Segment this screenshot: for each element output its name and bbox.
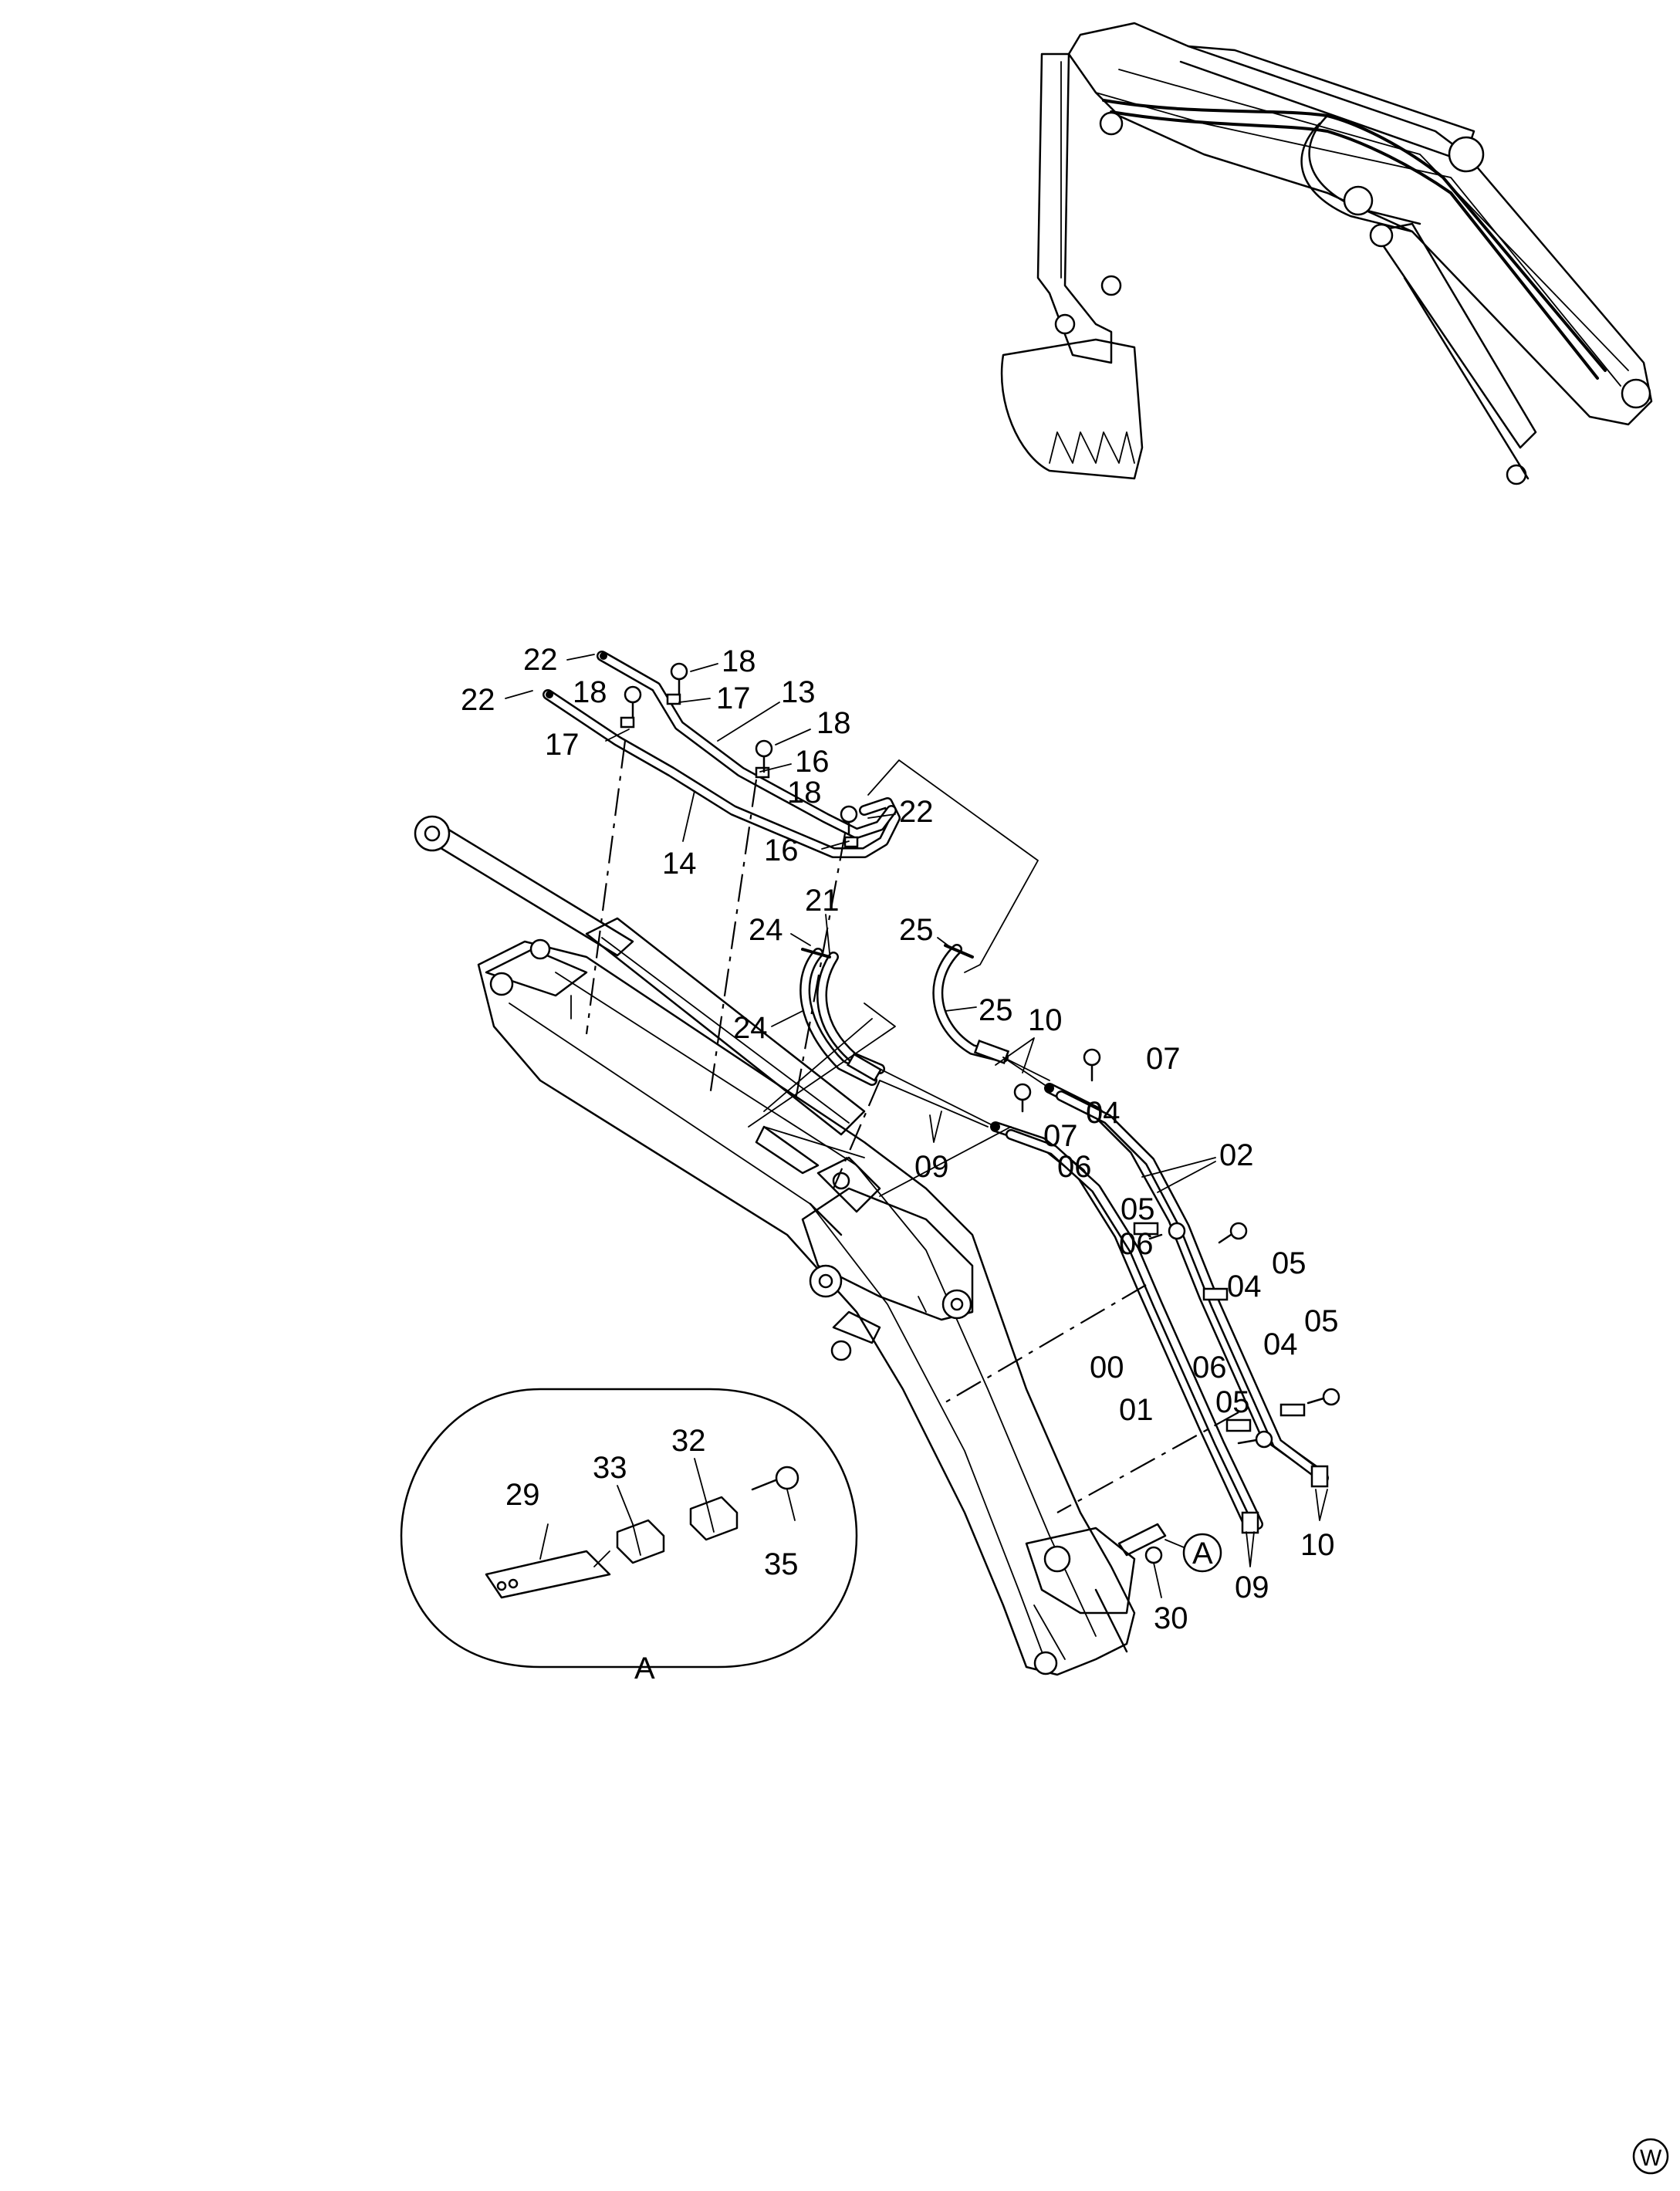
part-label-18: 18 xyxy=(573,675,607,709)
part-label-17: 17 xyxy=(716,681,751,715)
part-label-05: 05 xyxy=(1272,1246,1306,1280)
leader-lines xyxy=(585,740,1239,1513)
part-label-17: 17 xyxy=(545,728,580,762)
part-label-30: 30 xyxy=(1154,1601,1188,1635)
part-label-21: 21 xyxy=(805,884,840,918)
part-label-01: 01 xyxy=(1119,1393,1154,1427)
part-label-07: 07 xyxy=(1043,1119,1078,1153)
bolt-icon xyxy=(624,685,642,719)
part-label-22: 22 xyxy=(899,795,934,829)
bolt-icon xyxy=(1237,1430,1273,1449)
pipe-13-14-illustration xyxy=(543,651,901,858)
bolt-icon xyxy=(755,739,773,773)
part-label-06: 06 xyxy=(1057,1150,1092,1184)
part-label-10: 10 xyxy=(1300,1528,1335,1562)
part-label-18: 18 xyxy=(816,706,851,740)
part-label-22: 22 xyxy=(523,643,558,677)
excavator-overview-illustration xyxy=(1000,22,1653,485)
part-label-09: 09 xyxy=(1235,1571,1269,1604)
part-label-18: 18 xyxy=(787,776,822,810)
part-label-00: 00 xyxy=(1090,1351,1124,1385)
part-label-05: 05 xyxy=(1215,1385,1250,1419)
part-label-10: 10 xyxy=(1028,1003,1063,1037)
part-label-24: 24 xyxy=(733,1011,768,1045)
part-label-04: 04 xyxy=(1227,1270,1262,1303)
bolt-icon xyxy=(670,662,688,696)
part-label-18: 18 xyxy=(722,644,756,678)
part-label-14: 14 xyxy=(662,847,697,881)
part-label-04: 04 xyxy=(1086,1096,1121,1130)
part-label-06: 06 xyxy=(1192,1351,1227,1385)
bolt-icon xyxy=(1148,1222,1186,1240)
corner-mark: W xyxy=(1632,2138,1669,2175)
bolt-icon xyxy=(1218,1222,1248,1244)
part-label-22: 22 xyxy=(461,683,495,717)
part-label-06: 06 xyxy=(1119,1227,1154,1261)
part-label-07: 07 xyxy=(1146,1042,1181,1076)
part-label-04: 04 xyxy=(1263,1327,1298,1361)
bolt-icon xyxy=(840,805,858,835)
detail-callout-a: A xyxy=(1165,1533,1222,1573)
part-label-25: 25 xyxy=(979,993,1013,1027)
bolt-icon xyxy=(1013,1083,1032,1113)
part-label-33: 33 xyxy=(593,1451,627,1485)
detail-view-a xyxy=(400,1388,858,1669)
part-label-05: 05 xyxy=(1121,1192,1155,1226)
part-label-02: 02 xyxy=(1219,1138,1254,1172)
hoses-24-25-illustration xyxy=(748,944,1050,1128)
part-label-25: 25 xyxy=(899,913,934,947)
svg-text:A: A xyxy=(1192,1537,1213,1571)
part-label-09: 09 xyxy=(914,1150,949,1184)
detail-view-label: A xyxy=(634,1652,655,1686)
part-label-35: 35 xyxy=(764,1547,799,1581)
part-labels: 00 01 02 04 04 04 05 05 05 05 06 06 06 0… xyxy=(461,643,1339,1686)
part-label-29: 29 xyxy=(505,1478,540,1512)
part-label-05: 05 xyxy=(1304,1304,1339,1338)
bolt-icon xyxy=(1306,1388,1340,1406)
part-label-16: 16 xyxy=(764,833,799,867)
boom-assembly-illustration xyxy=(414,815,1136,1676)
part-label-24: 24 xyxy=(749,913,783,947)
svg-text:W: W xyxy=(1640,2145,1662,2171)
part-label-13: 13 xyxy=(781,675,816,709)
part-label-16: 16 xyxy=(795,745,830,779)
bolts-and-clamps xyxy=(624,662,1340,1564)
bolt-icon xyxy=(1083,1048,1101,1082)
part-label-32: 32 xyxy=(671,1424,706,1458)
route-box xyxy=(867,759,1039,973)
